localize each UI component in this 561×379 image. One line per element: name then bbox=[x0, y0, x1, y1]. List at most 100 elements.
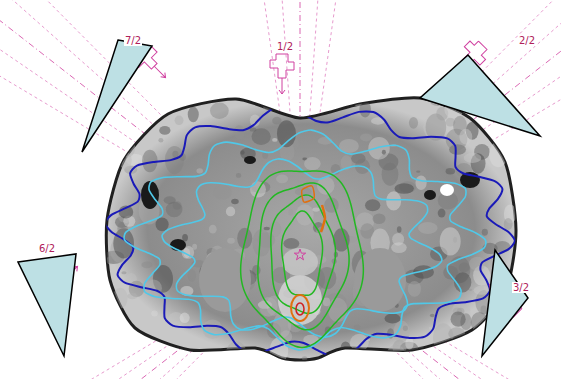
tissue-blob bbox=[397, 226, 402, 233]
tissue-blob bbox=[158, 138, 163, 142]
wedge-filter bbox=[82, 40, 152, 152]
tissue-blob bbox=[115, 138, 133, 151]
tissue-blob bbox=[236, 173, 241, 178]
tissue-blob bbox=[328, 298, 347, 322]
tissue-blob bbox=[430, 347, 445, 366]
tissue-blob bbox=[237, 228, 252, 249]
tissue-blob bbox=[386, 345, 405, 366]
tissue-blob bbox=[113, 288, 128, 309]
bowel-gas bbox=[424, 190, 436, 200]
isodose-orange bbox=[302, 186, 315, 202]
mlc-shape bbox=[270, 54, 294, 78]
tissue-blob bbox=[492, 346, 497, 350]
tissue-blob bbox=[302, 356, 307, 360]
tissue-blob bbox=[386, 191, 401, 210]
tissue-blob bbox=[252, 229, 270, 256]
tissue-blob bbox=[360, 134, 372, 142]
tissue-blob bbox=[416, 170, 420, 172]
tissue-blob bbox=[250, 187, 258, 192]
tissue-blob bbox=[430, 314, 435, 317]
tissue-blob bbox=[433, 323, 453, 353]
bowel-gas bbox=[244, 156, 256, 164]
tissue-blob bbox=[459, 129, 472, 145]
tissue-blob bbox=[264, 227, 270, 231]
tissue-blob bbox=[262, 96, 273, 111]
isodose-cyan bbox=[162, 159, 442, 337]
tissue-blob bbox=[365, 199, 380, 211]
tissue-blob bbox=[231, 199, 239, 204]
tissue-blob bbox=[440, 227, 461, 255]
tissue-blob bbox=[296, 204, 314, 225]
tissue-blob bbox=[180, 313, 190, 323]
wedge-filter bbox=[420, 55, 540, 136]
wedge-filter bbox=[482, 250, 528, 356]
tissue-blob bbox=[368, 137, 389, 160]
tissue-blob bbox=[288, 209, 293, 215]
tissue-blob bbox=[227, 238, 235, 244]
tissue-blob bbox=[175, 116, 184, 125]
tissue-blob bbox=[464, 153, 482, 163]
tissue-blob bbox=[141, 262, 152, 269]
tissue-blob bbox=[164, 196, 176, 204]
beam-label-anchor: 3/2 bbox=[512, 277, 530, 295]
tissue-blob bbox=[127, 293, 138, 299]
tissue-blob bbox=[283, 238, 299, 249]
tissue-blob bbox=[408, 281, 421, 297]
tissue-blob bbox=[225, 357, 230, 361]
beam-label: 2/2 bbox=[518, 35, 536, 46]
contrast-spot bbox=[440, 184, 454, 196]
tissue-blob bbox=[188, 269, 196, 282]
isodose-cyan bbox=[124, 130, 486, 350]
tissue-blob bbox=[139, 110, 152, 120]
tissue-blob bbox=[119, 151, 132, 169]
mlc-arrow bbox=[279, 78, 285, 94]
wedge-filter bbox=[18, 254, 76, 356]
tissue-blob bbox=[382, 163, 399, 186]
tissue-blob bbox=[188, 107, 199, 122]
tissue-blob bbox=[203, 319, 223, 339]
tissue-blob bbox=[234, 125, 245, 139]
isodose-green bbox=[282, 211, 323, 295]
tissue-blob bbox=[122, 95, 141, 105]
tissue-blob bbox=[121, 271, 126, 274]
ct-texture bbox=[103, 94, 516, 371]
tissue-blob bbox=[418, 222, 438, 234]
tissue-blob bbox=[377, 352, 385, 357]
tissue-blob bbox=[446, 168, 455, 175]
tissue-blob bbox=[119, 118, 125, 124]
tissue-blob bbox=[111, 355, 119, 362]
isodose-blue bbox=[105, 107, 515, 356]
tissue-blob bbox=[304, 157, 321, 170]
wedges bbox=[18, 40, 540, 356]
tissue-blob bbox=[373, 213, 386, 224]
tissue-blob bbox=[354, 325, 360, 331]
tissue-blob bbox=[395, 183, 414, 193]
tissue-blob bbox=[151, 310, 158, 316]
tissue-blob bbox=[415, 175, 426, 190]
tissue-blob bbox=[448, 327, 465, 340]
beam-label: 7/2 bbox=[124, 35, 142, 46]
isodose-green bbox=[241, 171, 364, 347]
tissue-blob bbox=[341, 341, 351, 353]
tissue-blob bbox=[122, 134, 127, 137]
tissue-blob bbox=[213, 185, 232, 199]
tissue-blob bbox=[504, 218, 513, 230]
isocenter-star bbox=[294, 249, 305, 260]
tissue-blob bbox=[382, 150, 386, 155]
tissue-blob bbox=[391, 242, 407, 253]
tissue-blob bbox=[105, 334, 114, 345]
tissue-blob bbox=[210, 103, 229, 119]
tissue-blob bbox=[252, 265, 260, 275]
tissue-blob bbox=[385, 314, 401, 324]
tissue-blob bbox=[221, 350, 229, 361]
tissue-blob bbox=[409, 117, 418, 129]
tissue-blob bbox=[467, 337, 479, 355]
tissue-blob bbox=[451, 312, 466, 327]
beam-label-anchor: 6/2 bbox=[38, 238, 56, 256]
mlc-arrow bbox=[152, 64, 168, 80]
tissue-blob bbox=[350, 334, 369, 351]
tissue-blob bbox=[276, 174, 288, 183]
